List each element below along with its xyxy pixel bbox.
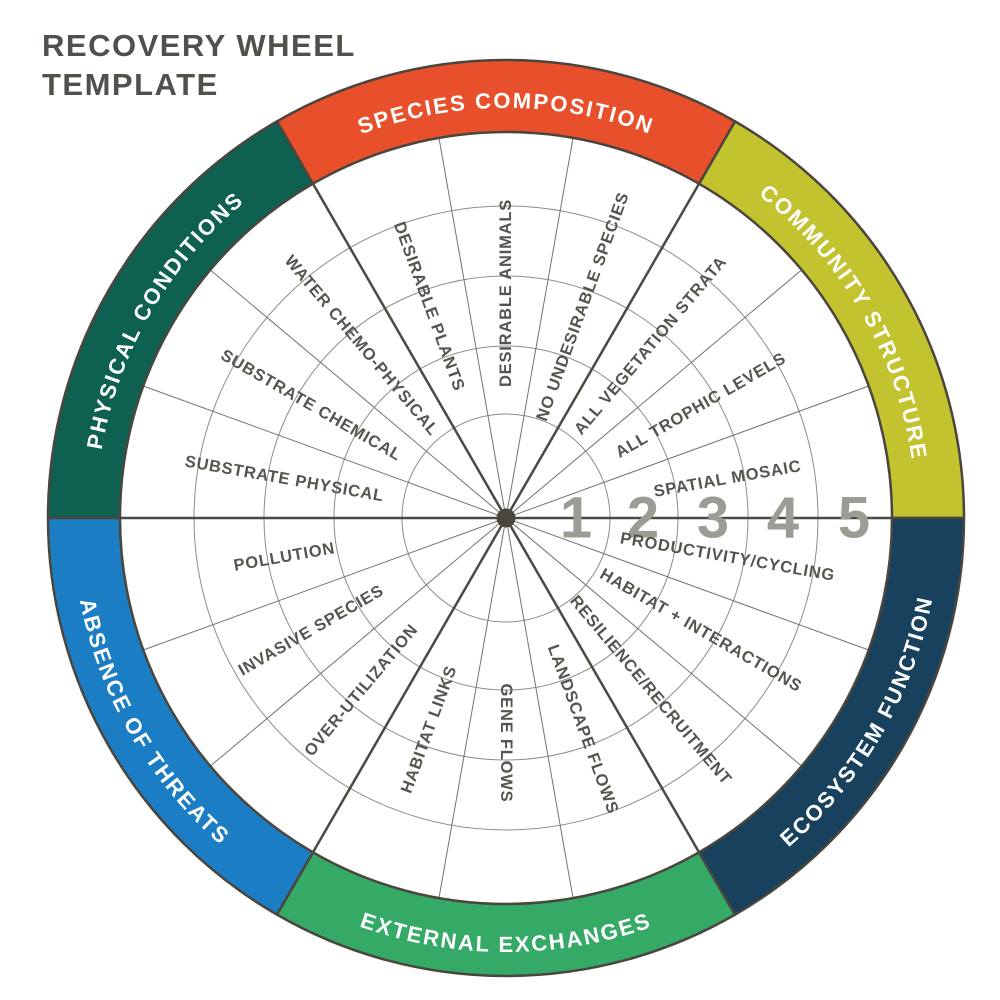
attribute-label-pollution: POLLUTION: [232, 539, 336, 575]
scale-number-5: 5: [838, 486, 870, 551]
scale-number-3: 3: [697, 486, 729, 551]
title-line-1: RECOVERY WHEEL: [42, 28, 356, 63]
segment-ecosystem-function: [697, 516, 966, 916]
sector-spoke-140deg: [209, 269, 507, 519]
sector-spoke-160deg: [143, 385, 507, 519]
title-line-2: TEMPLATE: [42, 67, 219, 102]
category-boundary-spoke-120deg: [311, 183, 508, 519]
attribute-label-habitat-links: HABITAT LINKS: [398, 663, 461, 796]
sector-spoke-340deg: [505, 517, 869, 651]
page-title: RECOVERY WHEEL TEMPLATE: [42, 26, 356, 104]
attribute-label-landscape-flows: LANDSCAPE FLOWS: [544, 642, 622, 816]
sector-spoke-260deg: [438, 517, 507, 899]
sector-spoke-200deg: [143, 517, 507, 651]
segment-physical-conditions: [46, 120, 315, 520]
attribute-label-desirable-plants: DESIRABLE PLANTS: [390, 220, 468, 394]
center-dot: [496, 508, 516, 528]
segment-species-composition: [275, 58, 737, 185]
scale-number-4: 4: [767, 486, 799, 551]
attribute-label-invasive-species: INVASIVE SPECIES: [235, 582, 387, 680]
category-boundary-spoke-300deg: [504, 517, 701, 853]
sector-spoke-80deg: [505, 137, 574, 519]
segment-absence-of-threats: [46, 516, 315, 916]
sector-spoke-20deg: [505, 385, 869, 519]
attribute-label-gene-flows: GENE FLOWS: [497, 684, 515, 803]
category-boundary-spoke-60deg: [504, 183, 701, 519]
sector-spoke-280deg: [505, 517, 574, 899]
segment-external-exchanges: [275, 851, 737, 978]
sector-spoke-320deg: [505, 517, 803, 767]
sector-spoke-40deg: [505, 269, 803, 519]
category-boundary-spoke-240deg: [311, 517, 508, 853]
attribute-label-substrate-physical: SUBSTRATE PHYSICAL: [183, 453, 385, 506]
attribute-label-desirable-animals: DESIRABLE ANIMALS: [497, 199, 515, 387]
sector-spoke-220deg: [209, 517, 507, 767]
scale-number-1: 1: [560, 486, 592, 551]
attribute-label-over-utilization: OVER-UTILIZATION: [301, 621, 422, 760]
sector-spoke-100deg: [438, 137, 507, 519]
scale-number-2: 2: [627, 486, 659, 551]
